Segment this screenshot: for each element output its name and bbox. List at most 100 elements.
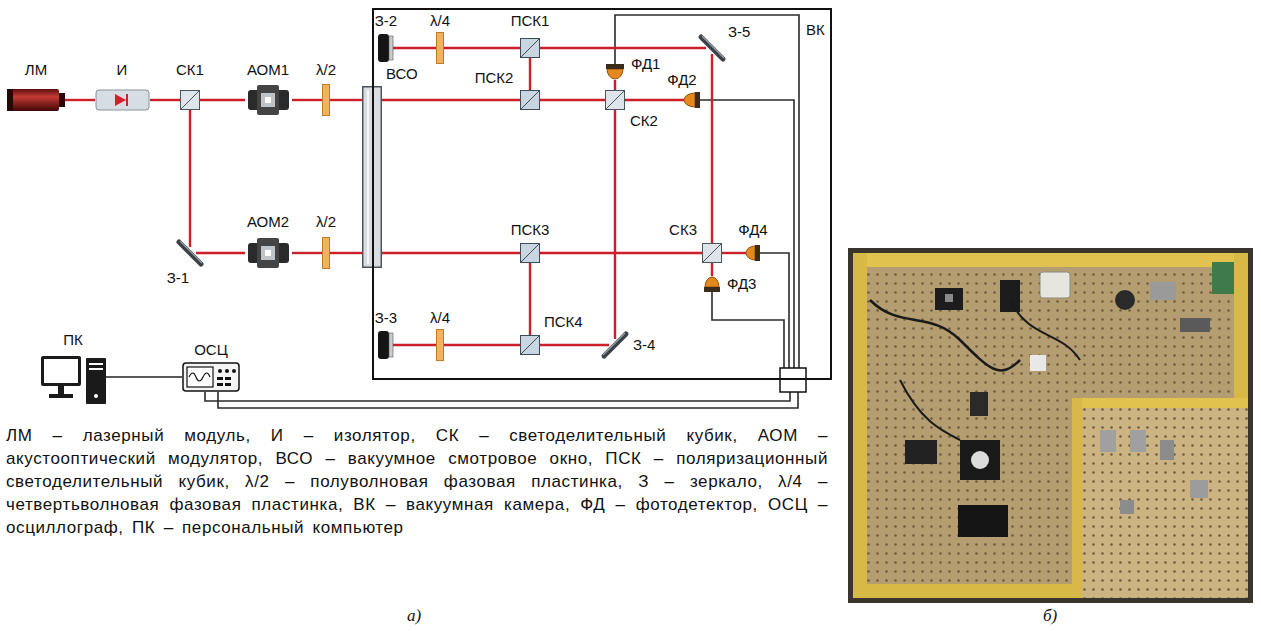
laser-beam xyxy=(614,80,616,90)
component-icon xyxy=(7,88,65,112)
component-icon-part xyxy=(115,94,126,106)
laser-module: ЛМ xyxy=(7,88,65,112)
setup-photo-part xyxy=(958,505,1008,537)
component-icon-part xyxy=(265,250,271,256)
component-icon-part xyxy=(225,383,231,386)
laser-beam xyxy=(330,252,362,254)
component-icon xyxy=(609,339,621,351)
laser-beam xyxy=(382,252,520,254)
setup-photo-part xyxy=(848,248,1253,603)
component-icon xyxy=(322,84,330,116)
component-icon xyxy=(378,34,393,62)
component-label: λ/4 xyxy=(430,13,450,29)
setup-photo-part xyxy=(853,253,1248,598)
end-mirror: З-2 xyxy=(378,34,393,62)
component-icon-part xyxy=(94,394,98,398)
component-icon-part xyxy=(126,94,128,106)
laser-beam xyxy=(540,344,609,346)
personal-computer: ПК xyxy=(40,352,106,410)
detector-wires-part xyxy=(615,15,799,368)
component-icon-part xyxy=(389,333,393,357)
component-icon-part xyxy=(606,64,624,69)
component-icon-part xyxy=(218,369,222,373)
laser-beam xyxy=(200,99,245,101)
component-icon-part xyxy=(684,93,695,107)
panel-letter: б) xyxy=(1043,607,1057,625)
component-icon xyxy=(520,335,540,355)
setup-photo-part xyxy=(1212,262,1234,294)
component-icon-part xyxy=(261,93,275,107)
component-icon xyxy=(436,329,444,361)
component-label: З-4 xyxy=(633,337,655,353)
component-icon xyxy=(520,90,540,110)
component-icon xyxy=(605,90,625,110)
beam-splitter-cube: СК2 xyxy=(605,90,625,110)
setup-photo-part xyxy=(971,451,989,469)
laser-beam xyxy=(292,252,322,254)
setup-photo-part xyxy=(1190,480,1208,498)
setup-photo-part xyxy=(1115,290,1135,310)
component-icon-part xyxy=(179,242,201,264)
laser-beam xyxy=(722,252,746,254)
component-icon-part xyxy=(323,85,330,116)
component-icon-part xyxy=(704,287,720,292)
component-icon xyxy=(378,331,393,359)
component-icon-part xyxy=(89,368,103,370)
component-icon-part xyxy=(746,246,755,260)
laser-beam xyxy=(529,58,531,90)
component-icon-part xyxy=(261,246,275,260)
component-label: СК2 xyxy=(630,113,658,129)
component-icon-part xyxy=(703,244,722,263)
abbreviation-caption: ЛМ – лазерный модуль, И – изолятор, СК –… xyxy=(6,424,828,539)
laser-beam xyxy=(444,344,520,346)
component-icon-part xyxy=(604,334,626,356)
component-icon-part xyxy=(606,91,625,110)
component-icon-part xyxy=(96,90,149,110)
component-label: З-5 xyxy=(728,24,750,40)
component-label: ПСК3 xyxy=(511,222,550,238)
component-icon xyxy=(40,352,106,410)
component-icon-part xyxy=(232,369,236,373)
component-label: ФД4 xyxy=(738,222,767,238)
photodetector: ФД3 xyxy=(704,276,720,292)
setup-photo-part xyxy=(945,294,953,302)
component-icon-part xyxy=(603,333,625,355)
setup-photo-part xyxy=(1000,280,1020,312)
beam-splitter-cube: СК1 xyxy=(180,90,200,110)
component-icon-part xyxy=(86,358,106,404)
component-icon-part xyxy=(181,91,200,110)
laser-beam xyxy=(625,99,684,101)
detector-wires-part xyxy=(205,392,790,401)
laser-beam xyxy=(189,110,191,247)
component-icon-part xyxy=(217,383,223,386)
vacuum-chamber: ВКЗ-2λ/4ПСК1З-5ФД1ПСК2СК2ФД2ПСК3СК3ФД4ФД… xyxy=(372,8,832,380)
component-label: λ/2 xyxy=(316,62,336,78)
laser-beam xyxy=(540,99,605,101)
component-label: ПК xyxy=(63,332,83,348)
component-label: З-2 xyxy=(375,13,397,29)
component-icon xyxy=(704,276,720,292)
setup-photo-part xyxy=(1010,300,1080,360)
component-icon-part xyxy=(389,36,393,60)
laser-beam xyxy=(382,99,520,101)
component-icon xyxy=(702,243,722,263)
component-icon-part xyxy=(705,277,719,287)
component-icon xyxy=(520,243,540,263)
setup-photo-part xyxy=(1180,318,1210,332)
component-icon-part xyxy=(225,377,231,380)
detector-wires-part xyxy=(218,392,798,408)
photodetector: ФД1 xyxy=(606,64,624,80)
component-icon-part xyxy=(187,367,213,387)
polarizing-cube: ПСК2 xyxy=(520,90,540,110)
component-label: ПСК4 xyxy=(544,314,583,330)
component-icon-part xyxy=(189,373,210,381)
laser-beam xyxy=(196,252,245,254)
setup-photo-part xyxy=(1130,430,1146,452)
wave-plate: λ/2 xyxy=(322,237,330,269)
component-icon-part xyxy=(521,336,540,355)
component-label: ВСО xyxy=(386,66,418,82)
component-icon-part xyxy=(521,39,540,58)
component-icon xyxy=(436,32,444,64)
detector-wires xyxy=(205,15,799,408)
component-icon-part xyxy=(378,331,389,359)
